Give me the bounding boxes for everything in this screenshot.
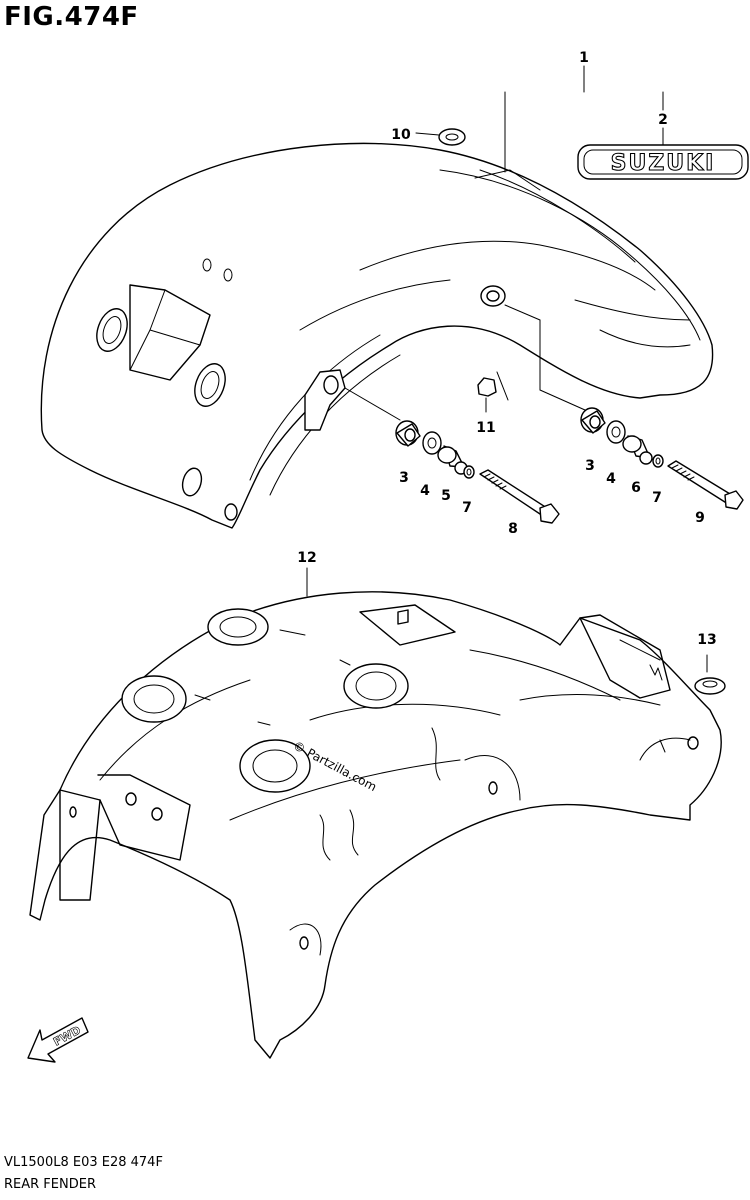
- callout-9: 9: [695, 510, 705, 526]
- callout-11: 11: [476, 420, 495, 436]
- diagram-name: REAR FENDER: [4, 1177, 96, 1192]
- callout-3-left: 3: [399, 470, 409, 486]
- callout-8: 8: [508, 521, 518, 537]
- callout-7-left: 7: [462, 500, 472, 516]
- suzuki-emblem: SUZUKI: [577, 144, 749, 180]
- rear-fender-inner: [29, 591, 722, 1059]
- forward-direction-arrow: FWD: [27, 1017, 89, 1063]
- part-10-clip: [415, 128, 466, 146]
- rear-fender-upper: [40, 142, 714, 529]
- callout-2: 2: [658, 112, 668, 128]
- emblem-text: SUZUKI: [611, 151, 716, 176]
- callout-4-right: 4: [606, 471, 616, 487]
- callout-1: 1: [579, 50, 589, 66]
- callout-5: 5: [441, 488, 451, 504]
- callout-4-left: 4: [420, 483, 430, 499]
- callout-7-right: 7: [652, 490, 662, 506]
- part-13-grommet: [694, 654, 726, 695]
- model-code: VL1500L8 E03 E28 474F: [4, 1155, 163, 1170]
- callout-6: 6: [631, 480, 641, 496]
- callout-12: 12: [297, 550, 316, 566]
- callout-10: 10: [391, 127, 411, 143]
- hardware-stack-right: [580, 407, 744, 510]
- figure-title: FIG.474F: [4, 2, 139, 32]
- callout-3-right: 3: [585, 458, 595, 474]
- hardware-stack-left: [395, 420, 560, 524]
- part-11-nut: [477, 377, 497, 413]
- callout-13: 13: [697, 632, 716, 648]
